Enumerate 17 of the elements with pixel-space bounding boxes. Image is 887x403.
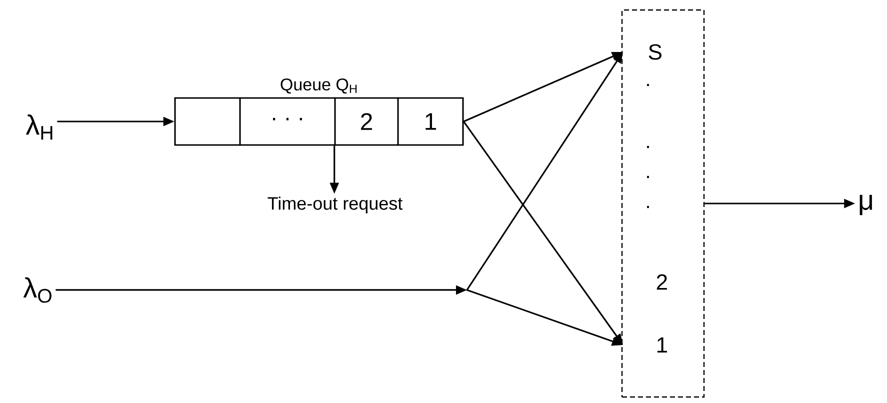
server-label: 2 bbox=[656, 274, 667, 290]
queue-cell: 2 bbox=[334, 97, 399, 146]
server-label: S bbox=[648, 44, 662, 60]
ellipsis-dot: . bbox=[647, 206, 649, 208]
queue-cell bbox=[174, 97, 241, 146]
service-rate: μ bbox=[860, 194, 872, 216]
queue-cell: 1 bbox=[397, 97, 464, 146]
queue-cell: · · · bbox=[239, 97, 336, 146]
ellipsis-dot: . bbox=[647, 176, 649, 178]
arrival-rate: λ$_{O}$ bbox=[23, 277, 52, 303]
arrival-rate: λ$_{H}$ bbox=[26, 114, 52, 140]
server-label: 1 bbox=[657, 337, 667, 353]
server-group-box bbox=[621, 9, 705, 398]
timeout-label: Time-out request bbox=[268, 196, 403, 214]
node-label: Queue Q$_{H}$ bbox=[280, 78, 357, 94]
ellipsis-dot: . bbox=[647, 146, 649, 148]
ellipsis-dot: . bbox=[647, 84, 649, 86]
